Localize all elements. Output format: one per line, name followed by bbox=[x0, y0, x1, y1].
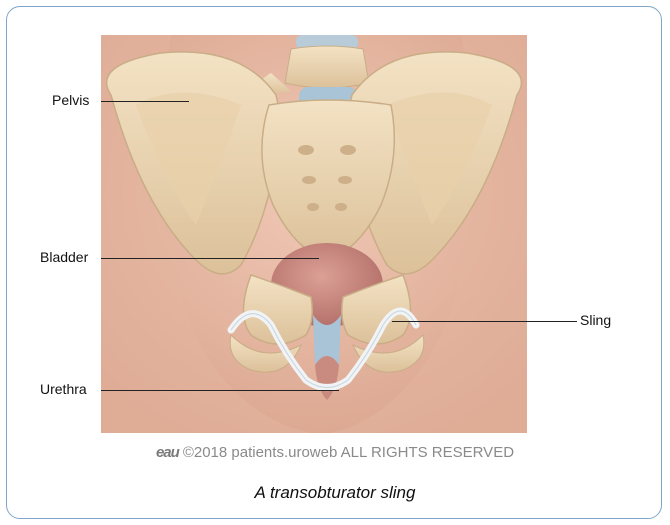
eau-logo: eau bbox=[156, 444, 179, 461]
leader-line-pelvis bbox=[101, 101, 189, 102]
copyright-text: ©2018 patients.uroweb ALL RIGHTS RESERVE… bbox=[183, 444, 514, 461]
anatomy-illustration bbox=[101, 35, 527, 433]
label-pelvis: Pelvis bbox=[52, 92, 89, 108]
label-sling: Sling bbox=[580, 312, 611, 328]
label-bladder: Bladder bbox=[40, 249, 88, 265]
copyright-credit: eau©2018 patients.uroweb ALL RIGHTS RESE… bbox=[0, 444, 670, 461]
leader-line-bladder bbox=[101, 258, 319, 259]
leader-line-urethra bbox=[101, 390, 339, 391]
leader-line-sling bbox=[392, 321, 577, 322]
pelvis-illustration bbox=[101, 35, 527, 433]
label-urethra: Urethra bbox=[40, 381, 87, 397]
figure-caption: A transobturator sling bbox=[0, 483, 670, 503]
